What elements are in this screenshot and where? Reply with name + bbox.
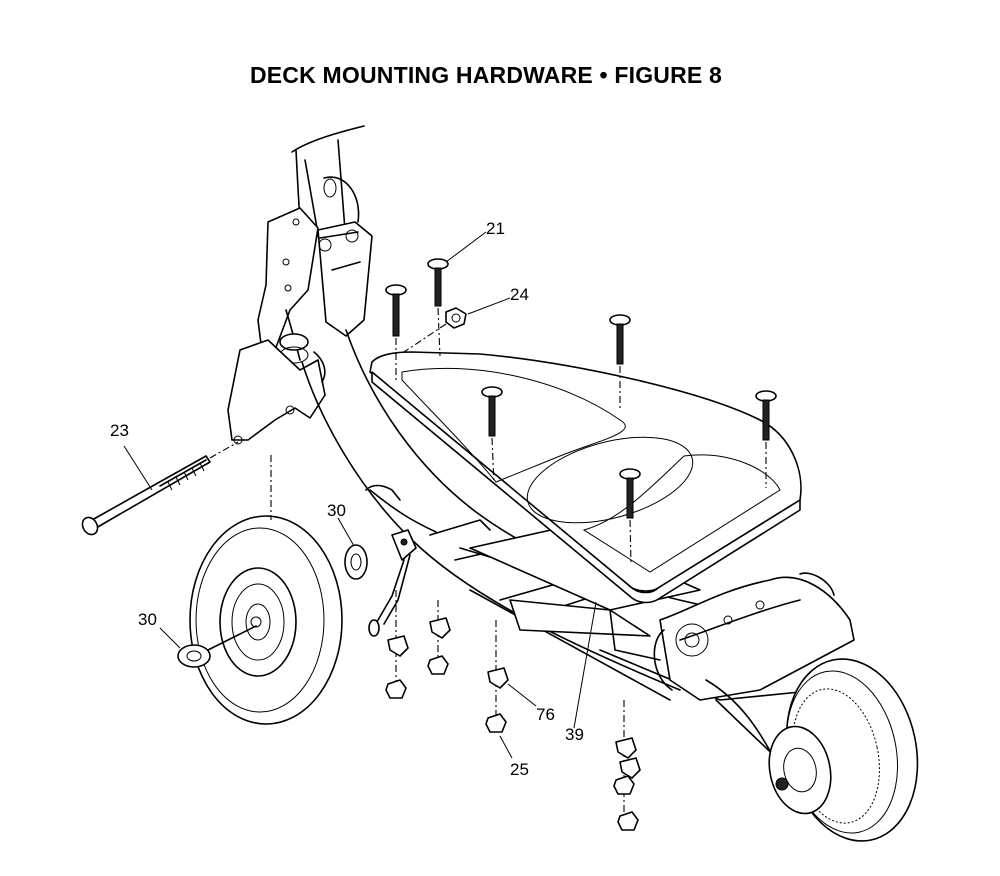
callout-30-lower: 30 bbox=[138, 610, 157, 629]
axle-bolt bbox=[81, 441, 272, 536]
deck-plate bbox=[369, 351, 802, 604]
figure-title: DECK MOUNTING HARDWARE • FIGURE 8 bbox=[249, 62, 723, 88]
leader-lines bbox=[123, 231, 597, 759]
callout-39: 39 bbox=[565, 725, 584, 744]
callout-25: 25 bbox=[510, 760, 529, 779]
callout-21: 21 bbox=[486, 219, 505, 238]
callout-24: 24 bbox=[510, 285, 529, 304]
kickstand bbox=[368, 529, 417, 637]
deck-screws bbox=[385, 258, 777, 565]
nut-24 bbox=[403, 307, 467, 353]
lower-hardware bbox=[385, 590, 641, 831]
spacer-washer-lower bbox=[177, 625, 257, 668]
callout-labels: 21 24 23 30 30 76 39 25 bbox=[110, 219, 584, 779]
spacer-washer-upper bbox=[344, 544, 368, 580]
rear-drive-assembly bbox=[653, 572, 855, 791]
front-wheel bbox=[189, 515, 343, 725]
rear-wheel bbox=[768, 658, 919, 842]
handlebar-stem bbox=[291, 125, 365, 251]
callout-23: 23 bbox=[110, 421, 129, 440]
callout-76: 76 bbox=[536, 705, 555, 724]
callout-30-upper: 30 bbox=[327, 501, 346, 520]
steering-head-assembly bbox=[227, 176, 373, 445]
